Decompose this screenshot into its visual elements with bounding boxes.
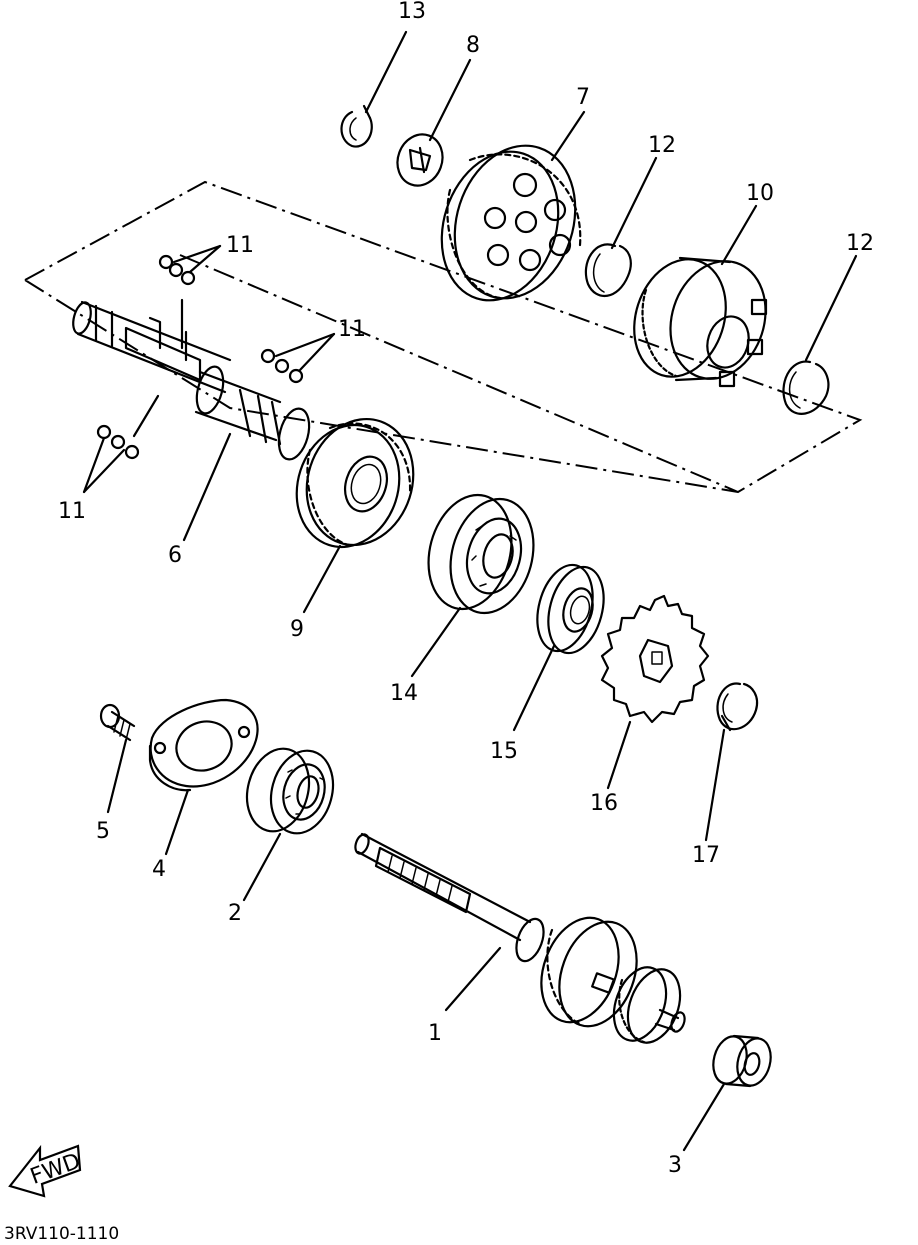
part-labels: 13 8 7 12 10 12 11 11 11 6 9 14 15 16 17… [58, 0, 874, 1178]
label-11-lower: 11 [58, 499, 86, 524]
label-12-upper: 12 [648, 133, 676, 158]
part-12-circlip-upper [584, 243, 632, 298]
part-8-lock-washer [396, 133, 444, 187]
label-15: 15 [490, 739, 518, 764]
part-9-gear [295, 417, 415, 549]
subassembly-boundary [24, 180, 863, 494]
part-17-circlip [716, 682, 759, 732]
part-12-circlip-lower [782, 360, 830, 415]
label-2: 2 [228, 901, 242, 926]
label-11-middle: 11 [338, 317, 366, 342]
part-1-main-axle [354, 832, 686, 1044]
label-3: 3 [668, 1153, 682, 1178]
label-10: 10 [746, 181, 774, 206]
leader-lines [106, 30, 858, 1152]
part-16-sprocket [600, 594, 710, 724]
part-11-balls-upper [158, 244, 222, 286]
part-13-circlip [340, 104, 373, 148]
part-10-gear [633, 256, 768, 388]
part-2-bearing [245, 747, 335, 835]
label-4: 4 [152, 857, 166, 882]
label-6: 6 [168, 543, 182, 568]
label-8: 8 [466, 33, 480, 58]
part-6-drive-axle [72, 300, 311, 461]
part-7-gear [440, 144, 582, 302]
part-11-balls-lower [82, 424, 140, 494]
label-11-upper: 11 [226, 233, 254, 258]
label-7: 7 [576, 85, 590, 110]
label-14: 14 [390, 681, 418, 706]
part-3-collar [712, 1034, 772, 1088]
part-4-retainer-plate [148, 698, 259, 792]
diagram-code: 3RV110-1110 [4, 1224, 119, 1244]
label-17: 17 [692, 843, 720, 868]
part-5-bolt [99, 703, 136, 742]
label-5: 5 [96, 819, 110, 844]
label-13: 13 [398, 0, 426, 24]
part-14-bearing [427, 493, 535, 615]
label-9: 9 [290, 617, 304, 642]
label-1: 1 [428, 1021, 442, 1046]
part-15-oil-seal [536, 563, 605, 655]
label-16: 16 [590, 791, 618, 816]
part-11-balls-middle [260, 332, 336, 384]
fwd-arrow-icon: FWD [8, 1144, 84, 1198]
label-12-lower: 12 [846, 231, 874, 256]
